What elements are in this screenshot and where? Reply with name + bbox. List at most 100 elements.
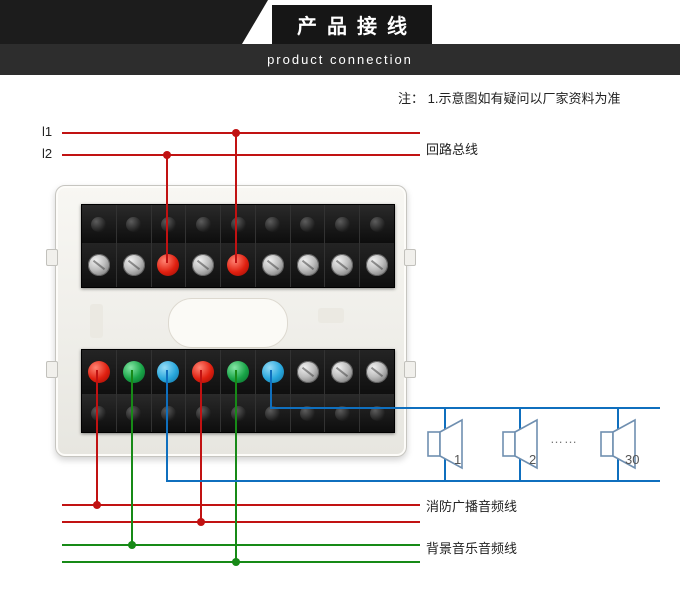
mounting-tab: [46, 249, 58, 266]
bottom-terminal-clamp-row: [82, 394, 395, 432]
top-terminal-strip: [81, 204, 395, 288]
terminal-metal: [116, 243, 152, 287]
terminal-red: [82, 350, 117, 394]
clamp-block: [325, 394, 361, 432]
fire-broadcast-audio-label: 消防广播音频线: [426, 499, 518, 514]
clamp-screw: [230, 216, 246, 232]
clamp-block: [221, 394, 256, 432]
clamp-screw: [300, 216, 316, 232]
terminal-blue: [151, 350, 187, 394]
clamp-screw: [195, 405, 211, 421]
mounting-tab: [404, 361, 416, 378]
blue-screw: [157, 361, 180, 383]
speaker-2-label: 2: [529, 452, 537, 467]
clamp-block: [186, 394, 222, 432]
clamp-screw: [230, 405, 246, 421]
molded-mark: [90, 304, 103, 338]
mounting-tab: [404, 249, 416, 266]
terminal-metal: [82, 243, 117, 287]
junction-dot: [232, 558, 240, 566]
metal-screw: [331, 361, 354, 383]
junction-dot: [93, 501, 101, 509]
metal-screw: [87, 254, 110, 276]
speaker-1-label: 1: [454, 452, 462, 467]
clamp-block: [82, 394, 117, 432]
clamp-screw: [369, 405, 385, 421]
clamp-block: [221, 205, 256, 243]
clamp-block: [360, 205, 395, 243]
metal-screw: [331, 254, 354, 276]
clamp-block: [151, 394, 187, 432]
speaker-30-label: 30: [625, 452, 640, 467]
terminal-green: [221, 350, 256, 394]
metal-screw: [296, 254, 319, 276]
red-screw: [227, 254, 250, 276]
clamp-block: [255, 205, 291, 243]
metal-screw: [192, 254, 215, 276]
terminal-red: [186, 350, 222, 394]
green-screw: [122, 361, 145, 383]
metal-screw: [366, 361, 389, 383]
clamp-screw: [126, 405, 142, 421]
clamp-screw: [91, 405, 107, 421]
clamp-block: [186, 205, 222, 243]
mounting-tab: [46, 361, 58, 378]
loop-line1-label: l1: [42, 124, 53, 139]
note-text: 注： 1.示意图如有疑问以厂家资料为准: [398, 91, 621, 106]
junction-dot: [163, 151, 171, 159]
page-title: 产品接线: [272, 5, 432, 44]
clamp-screw: [195, 216, 211, 232]
terminal-metal: [186, 243, 222, 287]
clamp-screw: [160, 405, 176, 421]
clamp-screw: [126, 216, 142, 232]
label-plate: [168, 298, 288, 348]
terminal-box-device: [46, 185, 416, 457]
clamp-block: [151, 205, 187, 243]
clamp-block: [360, 394, 395, 432]
clamp-screw: [160, 216, 176, 232]
terminal-metal: [290, 243, 326, 287]
bottom-terminal-screw-row: [82, 350, 395, 394]
clamp-block: [82, 205, 117, 243]
terminal-metal: [325, 350, 361, 394]
clamp-screw: [369, 216, 385, 232]
metal-screw: [261, 254, 284, 276]
clamp-block: [290, 394, 326, 432]
clamp-block: [116, 205, 152, 243]
top-terminal-screw-row: [82, 243, 395, 287]
top-terminal-clamp-row: [82, 205, 395, 243]
terminal-metal: [360, 350, 395, 394]
background-music-audio-label: 背景音乐音频线: [426, 541, 518, 556]
terminal-green: [116, 350, 152, 394]
red-screw: [157, 254, 180, 276]
red-screw: [87, 361, 110, 383]
clamp-block: [255, 394, 291, 432]
green-screw: [227, 361, 250, 383]
header-ribbon-corner: [0, 0, 268, 44]
red-screw: [192, 361, 215, 383]
junction-dot: [232, 129, 240, 137]
junction-dot: [197, 518, 205, 526]
clamp-screw: [334, 405, 350, 421]
clamp-screw: [91, 216, 107, 232]
terminal-metal: [360, 243, 395, 287]
terminal-metal: [325, 243, 361, 287]
loop-line2-label: l2: [42, 146, 53, 161]
terminal-metal: [255, 243, 291, 287]
terminal-red: [221, 243, 256, 287]
metal-screw: [366, 254, 389, 276]
terminal-red: [151, 243, 187, 287]
terminal-blue: [255, 350, 291, 394]
blue-screw: [261, 361, 284, 383]
clamp-screw: [265, 405, 281, 421]
metal-screw: [296, 361, 319, 383]
clamp-block: [290, 205, 326, 243]
terminal-metal: [290, 350, 326, 394]
clamp-block: [116, 394, 152, 432]
loop-bus-label: 回路总线: [426, 142, 479, 157]
clamp-block: [325, 205, 361, 243]
clamp-screw: [265, 216, 281, 232]
clamp-screw: [300, 405, 316, 421]
clamp-screw: [334, 216, 350, 232]
